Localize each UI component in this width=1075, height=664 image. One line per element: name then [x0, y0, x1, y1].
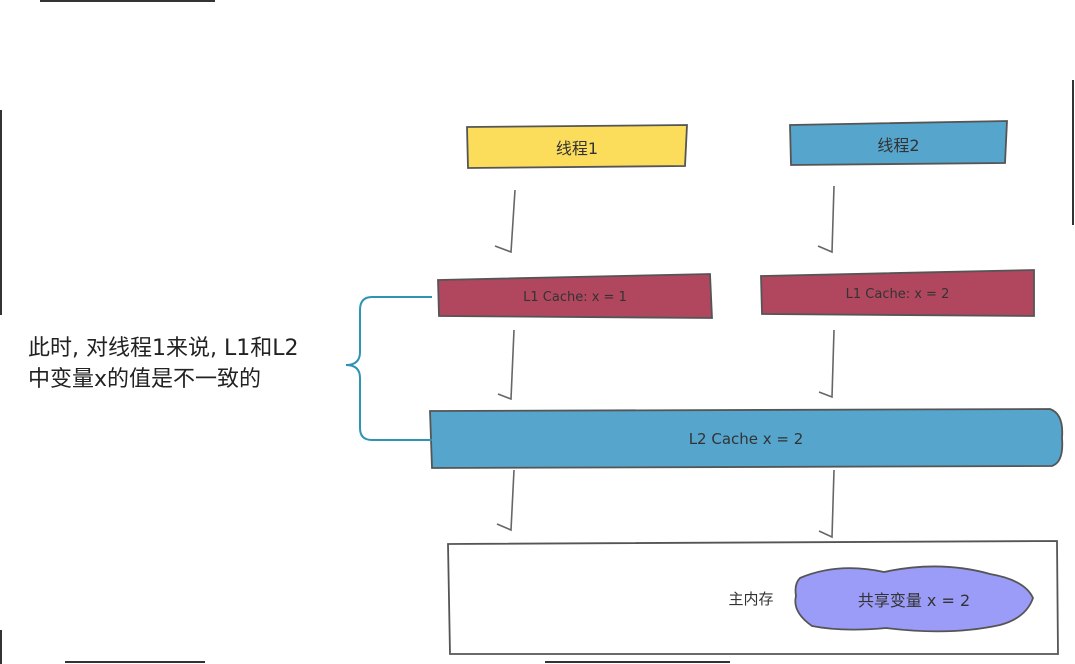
annotation-brace	[345, 296, 432, 441]
thread-2-label: 线程2	[877, 135, 920, 155]
l1-cache-thread-2-label: L1 Cache: x = 2	[845, 286, 950, 302]
annotation-line-2: 中变量x的值是不一致的	[28, 367, 262, 392]
arrows	[494, 185, 835, 539]
arrow-thread2-to-l1	[817, 185, 835, 254]
main-memory-label: 主内存	[728, 589, 774, 608]
l1-cache-thread-1-box	[437, 273, 713, 319]
l1-cache-thread-2-box	[760, 269, 1035, 317]
thread-1-label: 线程1	[555, 139, 599, 158]
arrow-l1b-to-l2	[818, 329, 835, 399]
arrow-l2-to-memory-left	[496, 469, 515, 532]
shared-variable-blob	[794, 565, 1034, 633]
l2-cache-label: L2 Cache x = 2	[688, 430, 804, 448]
arrow-l2-to-memory-right	[818, 469, 835, 539]
l1-cache-thread-1-label: L1 Cache: x = 1	[523, 289, 627, 305]
thread-1-box	[466, 124, 688, 169]
annotation-text: 此时, 对线程1来说, L1和L2 中变量x的值是不一致的	[28, 333, 298, 395]
l2-cache-box	[429, 408, 1064, 469]
annotation-line-1: 此时, 对线程1来说, L1和L2	[28, 336, 299, 361]
thread-2-box	[789, 120, 1008, 166]
arrow-thread1-to-l1	[494, 189, 516, 254]
arrow-l1a-to-l2	[497, 329, 515, 401]
shared-variable-label: 共享变量 x = 2	[857, 591, 971, 610]
